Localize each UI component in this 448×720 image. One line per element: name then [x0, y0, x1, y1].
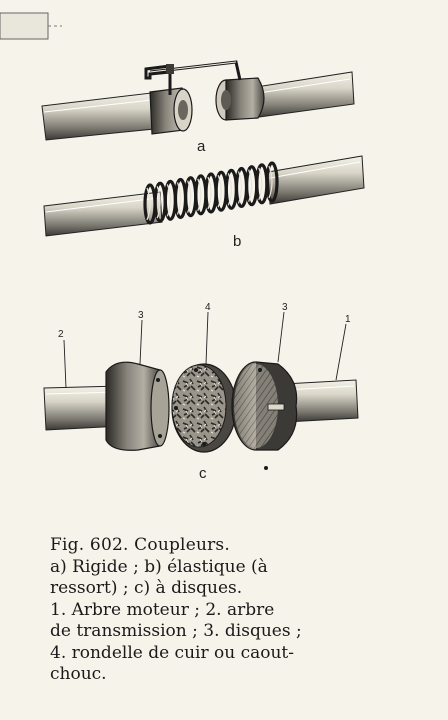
- panel-label-b: b: [233, 233, 241, 250]
- part-label-4: 4: [205, 302, 211, 313]
- coupler-figure: a b c 2 3 4 3 1: [0, 12, 365, 482]
- right-disk: [231, 361, 298, 451]
- spring-coil-highlight: [166, 184, 171, 217]
- coil-spring: [143, 161, 279, 225]
- scan-dot: [264, 466, 268, 470]
- spring-coil-highlight: [207, 176, 212, 210]
- spring-coil-highlight: [258, 167, 263, 201]
- caption-line-3: 1. Arbre moteur ; 2. arbre: [50, 599, 275, 620]
- spring-coil-highlight: [248, 169, 253, 202]
- right-collar-a: [215, 77, 265, 121]
- caption-title: Fig. 602. Coupleurs.: [50, 535, 230, 555]
- leader-lines: [63, 311, 347, 389]
- spring-coil-highlight: [146, 187, 151, 221]
- panel-a-rigid-coupler: [41, 60, 355, 141]
- panel-b-spring-coupler: [43, 155, 365, 237]
- spring-coil-highlight: [217, 174, 222, 208]
- part-label-3-left: 3: [138, 310, 144, 321]
- spring-coil-highlight: [227, 173, 232, 206]
- spring-coil-highlight: [187, 180, 192, 213]
- left-collar-a: [149, 87, 193, 135]
- panel-label-c: c: [199, 465, 207, 482]
- spring-coil-highlight: [268, 165, 273, 199]
- figure-caption: Fig. 602. Coupleurs. a) Rigide ; b) élas…: [50, 535, 430, 686]
- leather-washer: [171, 363, 237, 453]
- caption-line-1: a) Rigide ; b) élastique (à: [50, 556, 268, 577]
- part-label-3-right: 3: [282, 302, 288, 313]
- spring-coil-highlight: [197, 178, 202, 212]
- scan-edge-mark: [0, 12, 62, 40]
- spring-coil-highlight: [156, 185, 161, 219]
- caption-line-6: chouc.: [50, 664, 107, 684]
- right-shaft-b: [267, 155, 365, 205]
- part-label-2: 2: [58, 329, 64, 340]
- right-shaft-a: [249, 71, 355, 119]
- caption-line-4: de transmission ; 3. disques ;: [50, 621, 302, 641]
- panel-label-a: a: [197, 138, 206, 155]
- spring-coil-highlight: [176, 182, 182, 215]
- caption-line-5: 4. rondelle de cuir ou caout-: [50, 642, 295, 663]
- connecting-bar-a: [144, 60, 242, 95]
- spring-coil-highlight: [237, 171, 243, 204]
- left-disk: [105, 361, 170, 451]
- caption-line-2: ressort) ; c) à disques.: [50, 578, 243, 598]
- part-label-1: 1: [345, 314, 351, 325]
- spring-coil: [265, 161, 279, 203]
- panel-c-disk-coupler: [43, 311, 359, 470]
- left-shaft-a: [41, 91, 165, 141]
- left-shaft-b: [43, 191, 163, 237]
